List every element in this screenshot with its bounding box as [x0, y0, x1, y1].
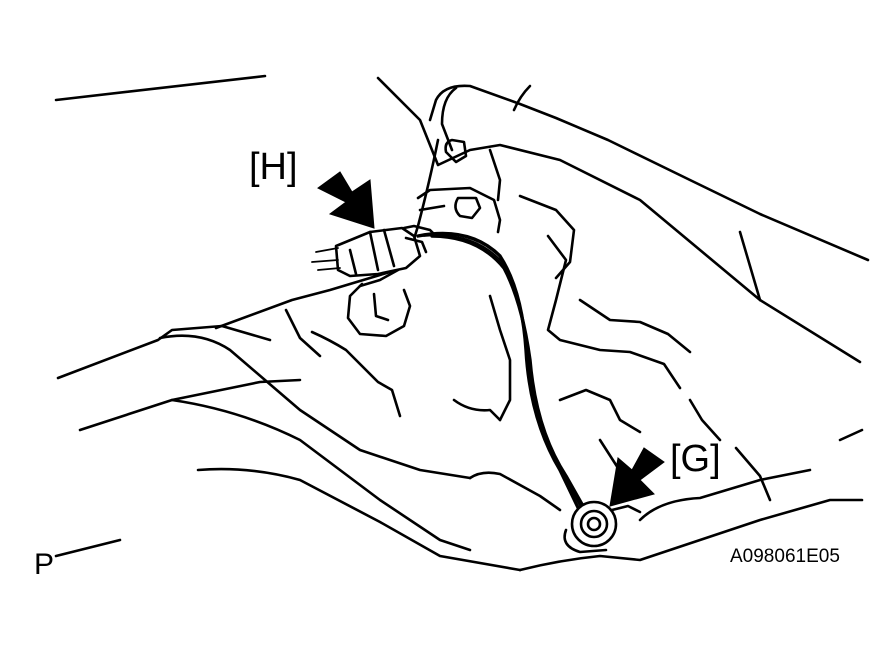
callout-label-h: [H]	[249, 146, 298, 188]
mounting-bracket	[284, 138, 772, 502]
callout-label-g: [G]	[670, 438, 721, 480]
figure-code: A098061E05	[730, 546, 840, 567]
vehicle-body-outlines	[54, 74, 870, 572]
connector-h	[311, 224, 438, 278]
arrow-to-clamp-g	[609, 447, 665, 507]
wire-harness	[416, 231, 594, 524]
arrow-to-connector-h	[317, 171, 375, 229]
view-letter: P	[34, 548, 55, 581]
clamp-g	[563, 500, 642, 554]
